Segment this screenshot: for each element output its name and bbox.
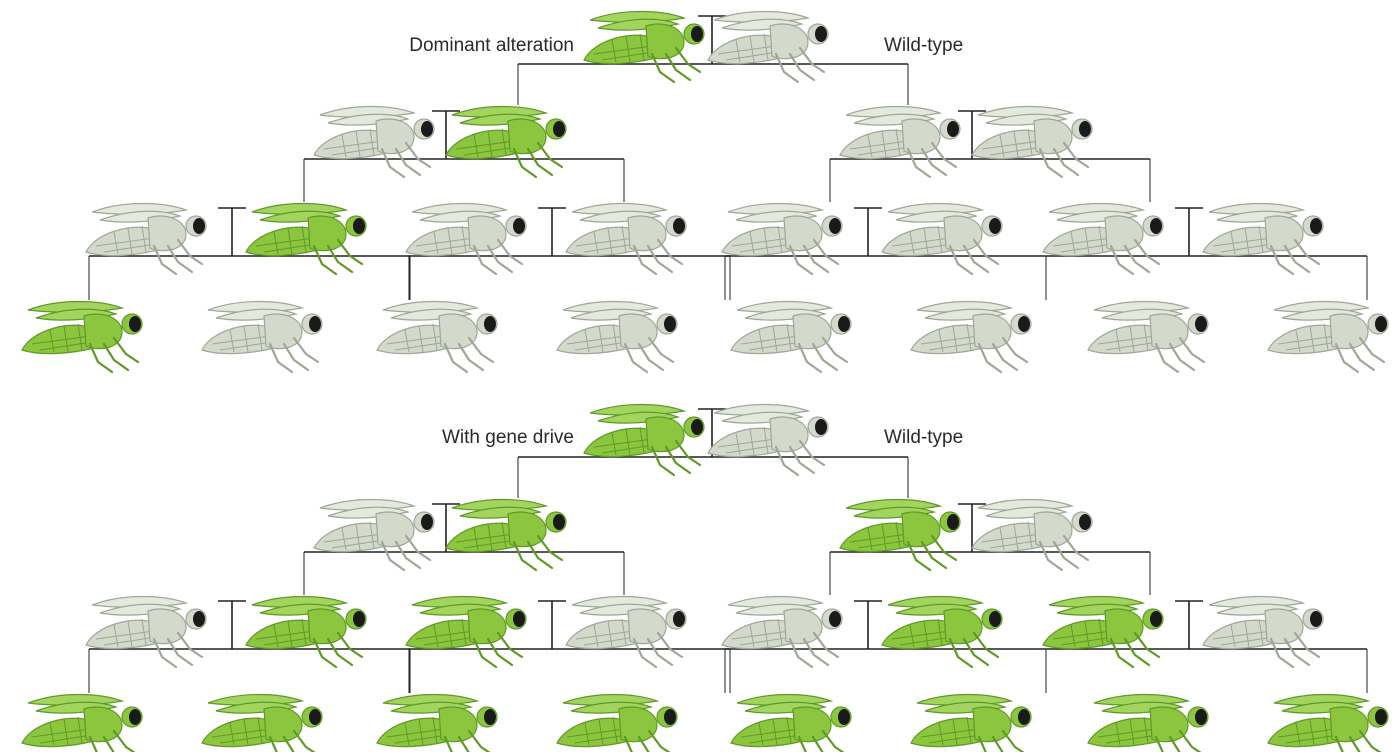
- fly-icon-altered: [911, 695, 1031, 752]
- fly-icon-altered: [446, 500, 566, 571]
- fly-icon-wild-type: [314, 500, 434, 571]
- fly-icon-altered: [840, 500, 960, 571]
- fly-icon-altered: [406, 597, 526, 668]
- fly-icon-altered: [22, 695, 142, 752]
- fly-icon-wild-type: [708, 405, 828, 476]
- fly-icon-wild-type: [86, 204, 206, 275]
- fly-icon-altered: [1268, 695, 1388, 752]
- panel2-right-label: Wild-type: [884, 428, 963, 447]
- fly-icon-altered: [1088, 695, 1208, 752]
- fly-icon-wild-type: [972, 500, 1092, 571]
- fly-icon-wild-type: [202, 302, 322, 373]
- fly-icon-wild-type: [722, 597, 842, 668]
- fly-icon-wild-type: [1203, 204, 1323, 275]
- fly-icon-wild-type: [314, 107, 434, 178]
- fly-icon-altered: [1043, 597, 1163, 668]
- fly-icon-wild-type: [1268, 302, 1388, 373]
- fly-icon-wild-type: [86, 597, 206, 668]
- fly-icon-wild-type: [377, 302, 497, 373]
- fly-icon-wild-type: [882, 204, 1002, 275]
- fly-icon-wild-type: [1088, 302, 1208, 373]
- fly-icon-altered: [377, 695, 497, 752]
- panel1-right-label: Wild-type: [884, 36, 963, 55]
- fly-icon-wild-type: [557, 302, 677, 373]
- fly-icon-wild-type: [406, 204, 526, 275]
- fly-icon-altered: [22, 302, 142, 373]
- fly-icon-altered: [584, 12, 704, 83]
- fly-icon-altered: [246, 204, 366, 275]
- fly-icon-altered: [202, 695, 322, 752]
- fly-icon-altered: [584, 405, 704, 476]
- fly-icon-wild-type: [566, 204, 686, 275]
- fly-icon-wild-type: [722, 204, 842, 275]
- panel1-left-label: Dominant alteration: [409, 36, 574, 55]
- fly-icon-altered: [882, 597, 1002, 668]
- fly-icon-wild-type: [566, 597, 686, 668]
- fly-icon-altered: [446, 107, 566, 178]
- fly-icon-wild-type: [1203, 597, 1323, 668]
- fly-icon-wild-type: [911, 302, 1031, 373]
- fly-icon-wild-type: [708, 12, 828, 83]
- panel2-left-label: With gene drive: [442, 428, 574, 447]
- fly-icon-wild-type: [972, 107, 1092, 178]
- fly-icon-wild-type: [731, 302, 851, 373]
- fly-icon-altered: [557, 695, 677, 752]
- fly-icon-altered: [731, 695, 851, 752]
- fly-icon-wild-type: [840, 107, 960, 178]
- fly-icon-altered: [246, 597, 366, 668]
- fly-icon-wild-type: [1043, 204, 1163, 275]
